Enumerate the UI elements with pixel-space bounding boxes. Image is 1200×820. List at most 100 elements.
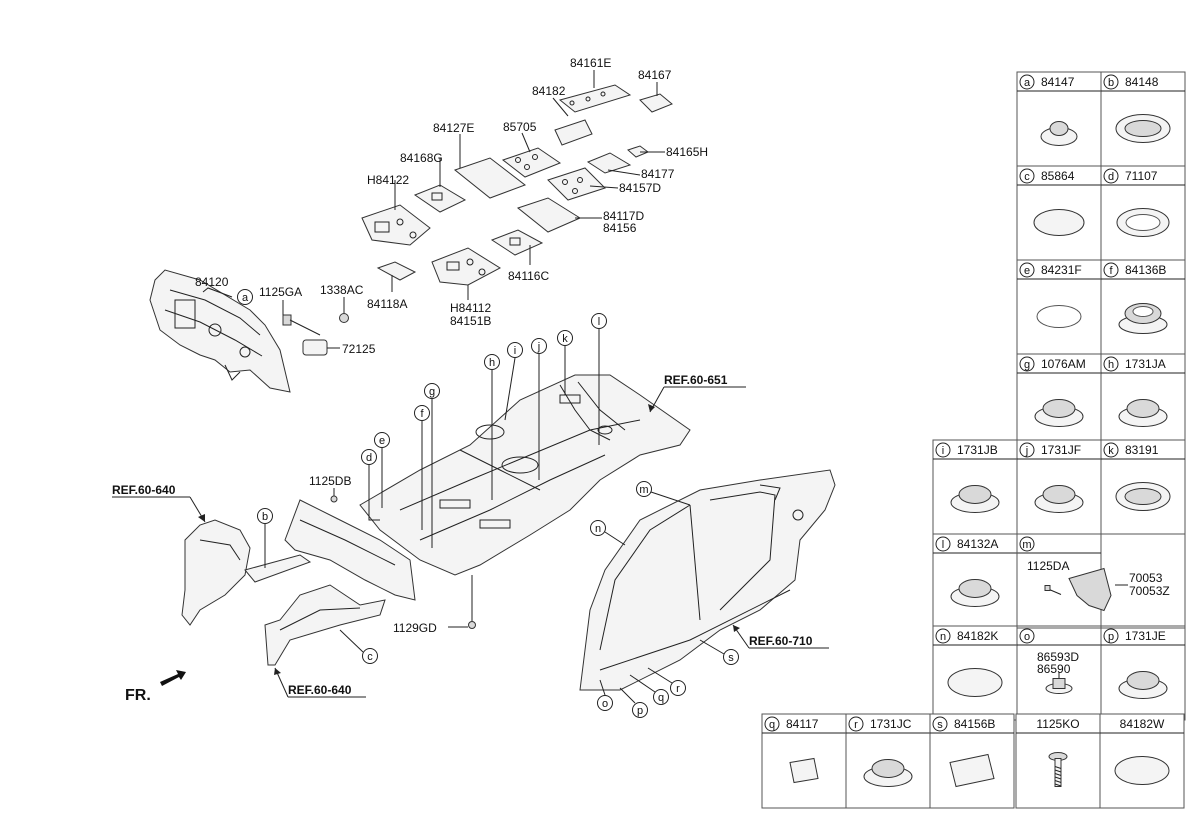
table-cell[interactable]: 1125KO <box>1015 713 1101 809</box>
grommet-small-icon <box>1040 121 1078 146</box>
floor-pan[interactable] <box>359 374 691 576</box>
table-part-number: 84182K <box>957 629 998 643</box>
table-letter-circle <box>1019 168 1035 184</box>
pad-84167[interactable] <box>639 93 673 113</box>
pad-84116C[interactable] <box>490 229 544 256</box>
table-part-number: 70053Z <box>1129 584 1170 598</box>
ref-label-60-640-bottom[interactable]: REF.60-640 <box>288 683 352 697</box>
ref-label-60-640-left[interactable]: REF.60-640 <box>112 483 176 497</box>
pad-84127E[interactable] <box>453 157 527 199</box>
pad-84161E[interactable] <box>558 84 632 113</box>
grommet-72125[interactable] <box>302 339 328 356</box>
pad-85705[interactable] <box>501 147 562 178</box>
table-part-number: 84147 <box>1041 75 1075 89</box>
clip-icon <box>1045 672 1073 694</box>
table-cell[interactable]: m <box>1016 533 1112 629</box>
pad-84168G[interactable] <box>413 184 467 213</box>
table-letter-circle <box>935 628 951 644</box>
bolt-1125DB[interactable] <box>330 495 338 503</box>
bolt-1125GA[interactable] <box>282 314 292 326</box>
table-letter-circle <box>1103 262 1119 278</box>
table-letter: s <box>937 719 943 731</box>
letter-callouts: a b c d e f g h i j k l m <box>237 289 739 718</box>
table-part-number: 86593D <box>1037 650 1079 664</box>
callout-84177: 84177 <box>641 167 675 181</box>
ref-label-60-710[interactable]: REF.60-710 <box>749 634 813 648</box>
dome-plug-icon <box>1034 485 1084 513</box>
table-cell[interactable]: 84182W <box>1099 713 1185 809</box>
callout-letter-r: r <box>676 683 680 695</box>
bolt-1129GD[interactable] <box>468 621 476 629</box>
callout-84157D: 84157D <box>619 181 661 195</box>
table-letter: g <box>1024 359 1030 371</box>
pad-H84122[interactable] <box>361 204 431 246</box>
callout-1338AC: 1338AC <box>320 283 364 297</box>
table-letter: h <box>1108 359 1114 371</box>
pad-H84112[interactable] <box>431 247 501 286</box>
table-part-number: 1731JE <box>1125 629 1166 643</box>
spring-grommet-icon <box>1118 303 1168 334</box>
table-cell[interactable]: o <box>1016 625 1102 721</box>
callout-84116C: 84116C <box>508 269 549 283</box>
pad-leaders <box>391 70 665 300</box>
table-letter-circle <box>1103 74 1119 90</box>
dome-plug-icon <box>863 759 913 787</box>
table-part-number: 1076AM <box>1041 357 1086 371</box>
table-part-number: 1125DA <box>1027 559 1069 573</box>
ref-label-60-651[interactable]: REF.60-651 <box>664 373 728 387</box>
rect-pad-icon <box>949 753 995 788</box>
front-side-members[interactable] <box>181 499 416 666</box>
callout-letter-m: m <box>639 484 648 496</box>
table-letter-circle <box>1019 74 1035 90</box>
pad-84118A[interactable] <box>376 261 417 281</box>
table-letter-circle <box>935 536 951 552</box>
ref-labels: REF.60-651 REF.60-640 REF.60-640 REF.60-… <box>112 373 829 698</box>
table-letter: i <box>942 445 944 457</box>
nut-1338AC[interactable] <box>339 313 349 323</box>
table-letter: b <box>1108 77 1114 89</box>
table-part-number: 84182W <box>1120 717 1165 731</box>
table-letter-circle <box>1019 536 1035 552</box>
callout-letter-a: a <box>242 292 249 304</box>
callout-84117D: 84117D <box>603 209 644 223</box>
pad-84117D[interactable] <box>516 197 582 233</box>
callout-84118A: 84118A <box>367 297 407 311</box>
table-cell[interactable]: k 83191 <box>1100 439 1186 535</box>
table-letter: j <box>1025 445 1028 457</box>
fasteners-upper-left <box>202 287 349 356</box>
table-letter: c <box>1024 171 1030 183</box>
callout-1125GA: 1125GA <box>259 285 302 299</box>
table-cell[interactable]: g 1076AM <box>1016 353 1102 449</box>
callout-letter-o: o <box>602 698 608 710</box>
dome-plug-icon <box>1118 399 1168 427</box>
flat-oval-icon <box>1036 305 1082 328</box>
body-side[interactable] <box>579 469 836 691</box>
table-letter-circle <box>764 716 780 732</box>
callout-letter-q: q <box>658 692 664 704</box>
table-letter: k <box>1108 445 1114 457</box>
pad-84182[interactable] <box>554 119 593 146</box>
table-part-number: 83191 <box>1125 443 1159 457</box>
table-letter: q <box>769 719 775 731</box>
callout-84161E: 84161E <box>570 56 611 70</box>
callout-letter-d: d <box>366 452 372 464</box>
pad-84157D[interactable] <box>547 167 606 201</box>
callout-letter-b: b <box>262 511 268 523</box>
pad-84177[interactable] <box>586 152 632 174</box>
dash-panel-84120[interactable] <box>149 269 291 393</box>
